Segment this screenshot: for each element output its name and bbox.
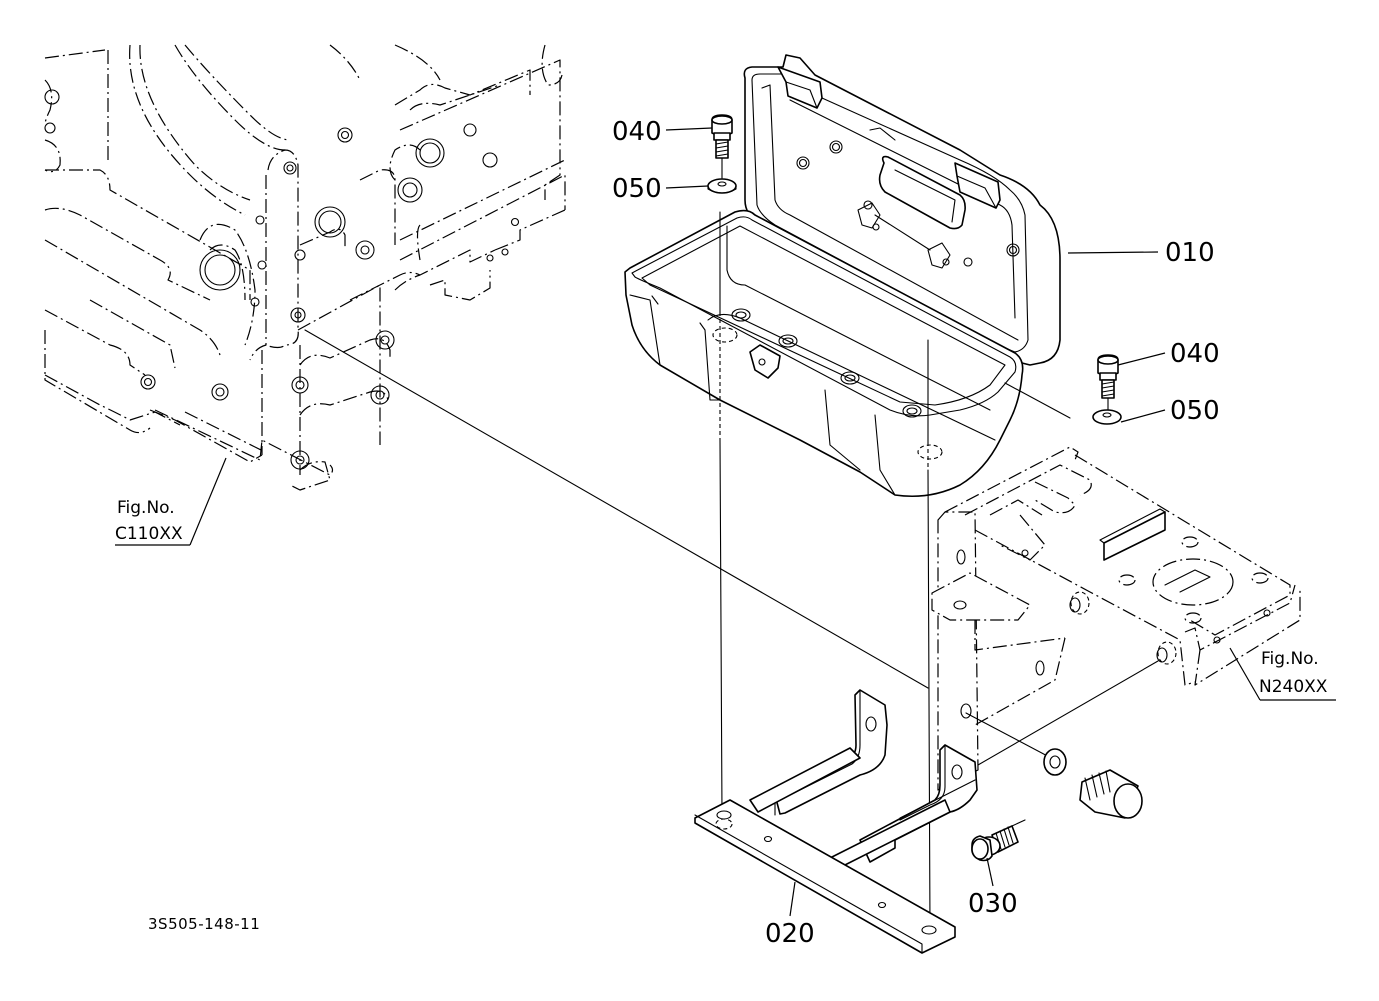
fig-ref-right-line1: Fig.No.: [1261, 649, 1319, 669]
tool-box-010: [624, 54, 1061, 498]
callout-050-right: 050: [1170, 396, 1220, 426]
washer-050-left: [707, 178, 737, 194]
callout-020: 020: [765, 919, 815, 949]
callout-040-right: 040: [1170, 339, 1220, 369]
callout-010: 010: [1165, 238, 1215, 268]
bolt-040-left: [711, 114, 733, 179]
fig-ref-right-line2: N240XX: [1259, 677, 1328, 697]
washer-050-right: [1092, 409, 1122, 425]
bolt-040-right: [1097, 354, 1119, 413]
callout-050-left: 050: [612, 174, 662, 204]
fig-ref-left-line1: Fig.No.: [117, 498, 175, 518]
assembly-lines-box: [719, 211, 1071, 931]
callout-040-left: 040: [612, 117, 662, 147]
drawing-number: 3S505-148-11: [148, 915, 260, 933]
assembly-line-case-to-bracket: [304, 329, 929, 689]
frame-bracket-phantom: [931, 446, 1301, 791]
fig-ref-left-line2: C110XX: [115, 524, 183, 544]
flange-bolt-030: [971, 819, 1026, 862]
leader-lines: [115, 127, 1336, 917]
tool-box-bracket-020: [694, 689, 978, 954]
frame-bracket-bolt: [965, 660, 1159, 819]
callout-030: 030: [968, 889, 1018, 919]
transmission-case-phantom: [44, 44, 566, 491]
transmission-case-bosses: [44, 89, 520, 470]
